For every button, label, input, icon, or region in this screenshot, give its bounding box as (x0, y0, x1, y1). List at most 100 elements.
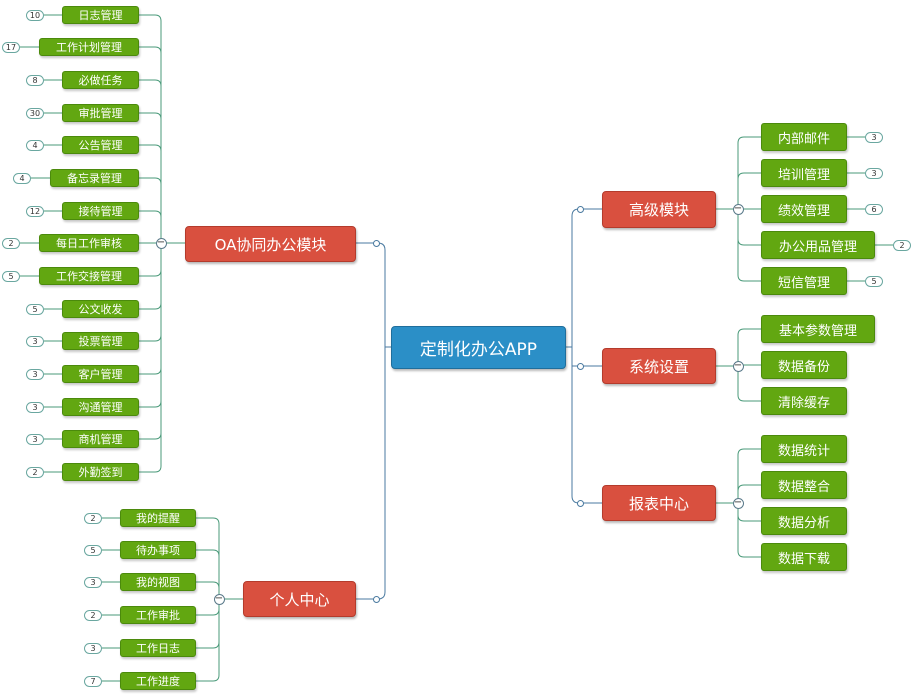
connector-line (139, 269, 162, 277)
connector-line (196, 641, 220, 649)
branch-report-center[interactable]: 报表中心 (602, 485, 716, 521)
leaf-system-1[interactable]: 数据备份 (761, 351, 847, 379)
connector-line (139, 144, 162, 152)
leaf-oa-8[interactable]: 工作交接管理 (39, 267, 139, 285)
leaf-advanced-4[interactable]: 短信管理 (761, 267, 847, 295)
count-badge: 2 (84, 609, 102, 621)
leaf-advanced-2[interactable]: 绩效管理 (761, 195, 847, 223)
connector-line (139, 302, 162, 310)
branch-anchor-oa (372, 239, 380, 247)
count-badge: 2 (2, 237, 20, 249)
branch-anchor-system (576, 362, 584, 370)
count-badge: 3 (84, 576, 102, 588)
connector-line (737, 394, 761, 402)
leaf-personal-0[interactable]: 我的提醒 (120, 509, 196, 527)
count-badge: 12 (26, 205, 44, 217)
leaf-oa-3[interactable]: 审批管理 (62, 104, 139, 122)
leaf-oa-7[interactable]: 每日工作审核 (39, 234, 139, 252)
count-badge: 5 (865, 275, 883, 287)
connector-line (356, 347, 386, 600)
count-badge: 5 (26, 303, 44, 315)
branch-anchor-reports (576, 499, 584, 507)
collapse-toggle-personal[interactable]: − (213, 592, 225, 605)
leaf-reports-2[interactable]: 数据分析 (761, 507, 847, 535)
connector-line (737, 172, 761, 180)
count-badge: 30 (26, 107, 44, 119)
leaf-oa-13[interactable]: 商机管理 (62, 430, 139, 448)
count-badge: 3 (26, 433, 44, 445)
count-badge: 3 (26, 335, 44, 347)
connector-line (196, 608, 220, 616)
branch-personal-center[interactable]: 个人中心 (243, 581, 356, 617)
count-badge: 7 (84, 675, 102, 687)
leaf-system-2[interactable]: 清除缓存 (761, 387, 847, 415)
collapse-toggle-system[interactable]: − (732, 359, 744, 372)
connector-line (571, 347, 602, 367)
connector-line (196, 674, 220, 682)
root-node-custom-office-app[interactable]: 定制化办公APP (391, 326, 566, 369)
count-badge: 3 (865, 131, 883, 143)
branch-anchor-personal (372, 595, 380, 603)
count-badge: 2 (26, 466, 44, 478)
leaf-oa-6[interactable]: 接待管理 (62, 202, 139, 220)
count-badge: 6 (865, 203, 883, 215)
leaf-personal-3[interactable]: 工作审批 (120, 606, 196, 624)
collapse-toggle-reports[interactable]: − (732, 496, 744, 509)
connector-line (196, 517, 220, 525)
leaf-oa-0[interactable]: 日志管理 (62, 6, 139, 24)
leaf-reports-3[interactable]: 数据下载 (761, 543, 847, 571)
connector-line (737, 514, 761, 522)
leaf-oa-9[interactable]: 公文收发 (62, 300, 139, 318)
count-badge: 3 (26, 368, 44, 380)
connector-line (571, 347, 602, 504)
connector-line (139, 400, 162, 408)
leaf-oa-4[interactable]: 公告管理 (62, 136, 139, 154)
connector-line (139, 177, 162, 185)
leaf-oa-10[interactable]: 投票管理 (62, 332, 139, 350)
collapse-toggle-advanced[interactable]: − (732, 202, 744, 215)
branch-anchor-advanced (576, 205, 584, 213)
count-badge: 2 (893, 239, 911, 251)
connector-line (139, 46, 162, 54)
leaf-advanced-1[interactable]: 培训管理 (761, 159, 847, 187)
leaf-reports-0[interactable]: 数据统计 (761, 435, 847, 463)
connector-line (196, 581, 220, 589)
connector-line (356, 242, 391, 348)
count-badge: 3 (865, 167, 883, 179)
connector-line (737, 550, 761, 558)
leaf-oa-1[interactable]: 工作计划管理 (39, 38, 139, 56)
leaf-personal-5[interactable]: 工作进度 (120, 672, 196, 690)
leaf-advanced-3[interactable]: 办公用品管理 (761, 231, 875, 259)
connector-line (737, 448, 761, 456)
leaf-advanced-0[interactable]: 内部邮件 (761, 123, 847, 151)
branch-oa-collaboration[interactable]: OA协同办公模块 (185, 226, 356, 262)
connector-line (139, 367, 162, 375)
branch-advanced-modules[interactable]: 高级模块 (602, 191, 716, 228)
leaf-oa-11[interactable]: 客户管理 (62, 365, 139, 383)
connector-line (737, 274, 761, 282)
connector-line (139, 112, 162, 120)
branch-system-settings[interactable]: 系统设置 (602, 348, 716, 384)
connector-line (737, 328, 761, 336)
leaf-personal-2[interactable]: 我的视图 (120, 573, 196, 591)
leaf-oa-5[interactable]: 备忘录管理 (50, 169, 139, 187)
collapse-toggle-oa[interactable]: − (155, 236, 167, 249)
connector-line (566, 208, 602, 348)
leaf-system-0[interactable]: 基本参数管理 (761, 315, 875, 343)
connector-line (737, 484, 761, 492)
count-badge: 5 (84, 544, 102, 556)
count-badge: 3 (26, 401, 44, 413)
leaf-oa-12[interactable]: 沟通管理 (62, 398, 139, 416)
leaf-reports-1[interactable]: 数据整合 (761, 471, 847, 499)
connector-line (139, 79, 162, 87)
connector-line (196, 549, 220, 557)
leaf-personal-1[interactable]: 待办事项 (120, 541, 196, 559)
leaf-personal-4[interactable]: 工作日志 (120, 639, 196, 657)
count-badge: 5 (2, 270, 20, 282)
leaf-oa-14[interactable]: 外勤签到 (62, 463, 139, 481)
count-badge: 4 (26, 139, 44, 151)
connector-line (139, 210, 162, 218)
leaf-oa-2[interactable]: 必做任务 (62, 71, 139, 89)
count-badge: 2 (84, 512, 102, 524)
